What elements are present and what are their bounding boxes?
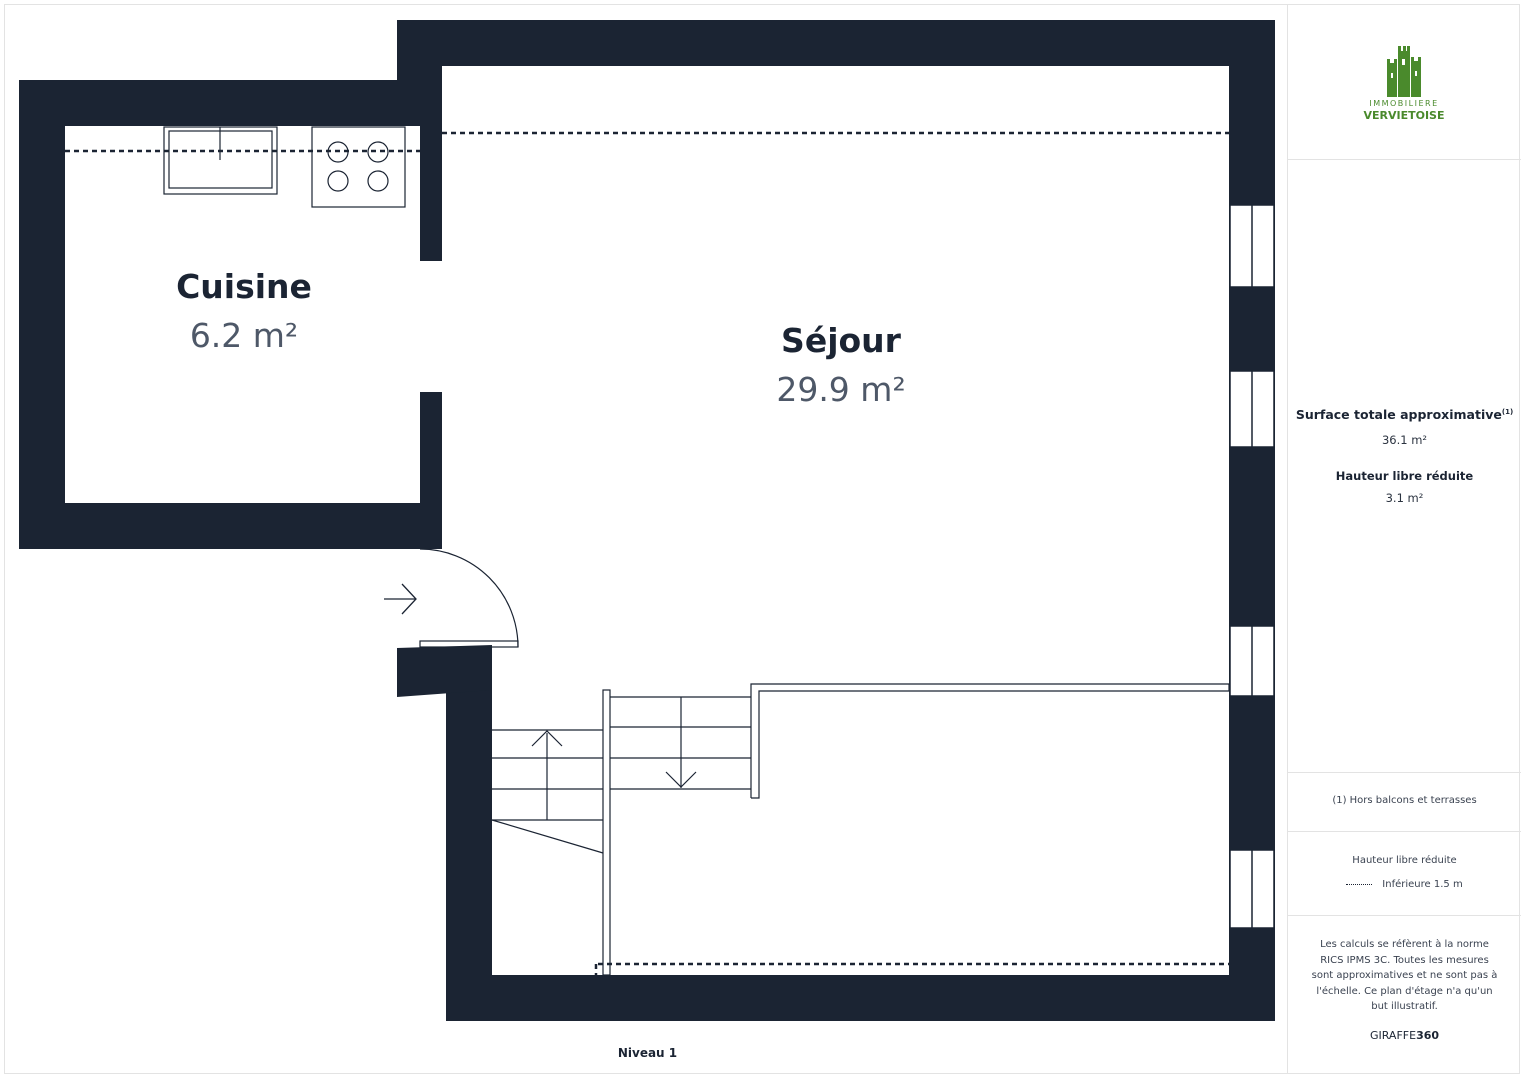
sidebar-divider [1288,915,1521,916]
kitchen-area: 6.2 m² [190,316,298,355]
castle-tower-icon [1387,46,1421,97]
reduced-height-lines [65,131,1229,975]
walls [19,20,1275,1021]
dotted-line-legend-icon [1346,883,1373,885]
reduced-height-label: Hauteur libre réduite [1335,469,1474,483]
window-3 [1229,625,1275,697]
level-label: Niveau 1 [617,1046,678,1060]
door-leaf [419,640,519,648]
stair-banister [602,689,611,976]
window-1 [1229,204,1275,288]
total-surface-label: Surface totale approximative(1) [1288,407,1521,422]
window-2 [1229,370,1275,448]
kitchen-bottom-wall [19,503,442,549]
living-top-wall [397,20,1275,66]
brand-prefix: GIRAFFE [1369,1029,1417,1042]
footnote-marker: (1) [1501,407,1514,416]
entrance-door [419,548,519,648]
logo-line1: IMMOBILIERE [1369,99,1439,108]
info-sidebar: IMMOBILIERE VERVIETOISE Surface totale a… [1287,5,1521,1074]
kitchen-right-wall-lower [420,392,442,549]
kitchen-name: Cuisine [176,267,312,306]
total-surface-text: Surface totale approximative [1295,407,1502,422]
living-name: Séjour [781,321,902,360]
legend-item-label: Inférieure 1.5 m [1382,879,1463,890]
floor-plan: Cuisine 6.2 m² Séjour 29.9 m² [19,20,1275,1021]
stair-down-arrow-icon [665,771,697,788]
logo-line2: VERVIETOISE [1363,109,1445,122]
living-bottom-wall [446,975,1275,1021]
giraffe360-brand: GIRAFFE360 [1288,1029,1521,1042]
living-area: 29.9 m² [776,370,905,409]
cooktop-icon [311,126,406,208]
sidebar-divider [1288,772,1521,773]
living-left-top-wall [397,20,442,126]
kitchen-left-wall [19,80,65,549]
staircase [491,683,1230,976]
page-frame [4,4,1520,1074]
kitchen-top-wall [19,80,442,126]
entrance-arrow-icon [384,583,417,615]
window-4 [1229,849,1275,929]
legend-item: Inférieure 1.5 m [1288,877,1521,893]
footnote-text: (1) Hors balcons et terrasses [1332,795,1477,806]
reduced-height-value: 3.1 m² [1385,491,1424,505]
stair-up-arrow-icon [531,730,563,747]
windows [1229,204,1275,929]
sidebar-divider [1288,831,1521,832]
total-surface-value: 36.1 m² [1381,433,1428,447]
company-logo: IMMOBILIERE VERVIETOISE [1358,43,1450,123]
disclaimer-text: Les calculs se réfèrent à la norme RICS … [1311,939,1498,1012]
door-swing-arc [419,548,519,648]
mezzanine-railing [750,683,1230,799]
legend-title: Hauteur libre réduite [1352,855,1457,866]
living-left-lower-wall [446,647,492,1021]
sidebar-divider [1288,159,1521,160]
entrance-wall-stub [397,645,492,697]
sink-icon [163,126,278,195]
brand-suffix: 360 [1416,1029,1440,1042]
